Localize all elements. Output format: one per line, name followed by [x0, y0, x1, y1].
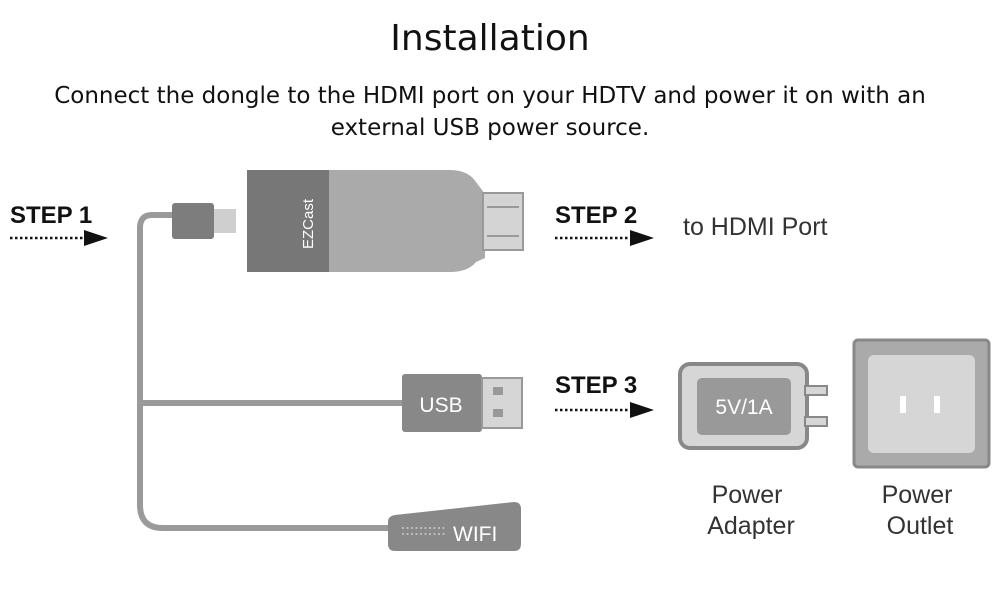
usb-label: USB	[419, 394, 462, 417]
power-outlet-icon	[852, 338, 991, 469]
hdmi-port-label: to HDMI Port	[683, 213, 828, 241]
page-title: Installation	[390, 18, 590, 59]
power-adapter-caption-2: Adapter	[707, 512, 795, 540]
step-1-label: STEP 1	[10, 202, 92, 229]
usb-plug-icon	[402, 374, 523, 432]
step-2-label: STEP 2	[555, 202, 637, 229]
dotted-arrow-icon	[555, 230, 654, 246]
wifi-antenna-icon	[388, 502, 521, 551]
dotted-arrow-icon	[10, 230, 108, 246]
power-outlet-caption-2: Outlet	[887, 512, 954, 540]
hdmi-dongle-icon	[247, 170, 524, 272]
dotted-arrow-icon	[555, 402, 654, 418]
wifi-label: WIFI	[453, 523, 497, 546]
power-adapter-icon	[678, 362, 828, 450]
adapter-rating-label: 5V/1A	[715, 396, 772, 419]
power-outlet-caption-1: Power	[882, 481, 953, 509]
page-subtitle: Connect the dongle to the HDMI port on y…	[54, 83, 926, 141]
micro-usb-connector	[172, 203, 236, 239]
brand-label: EZCast	[300, 198, 317, 249]
step-3-label: STEP 3	[555, 372, 637, 399]
power-adapter-caption-1: Power	[712, 481, 783, 509]
